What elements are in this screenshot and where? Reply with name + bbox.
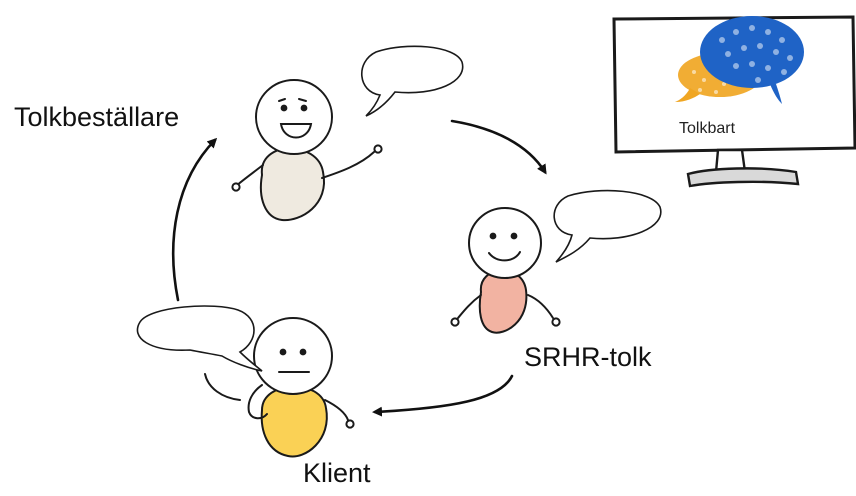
tolkbart-logo-icon	[675, 16, 804, 104]
figure-klient	[204, 317, 355, 458]
arrow-klient-to-bestallare	[171, 137, 218, 302]
head-klient	[253, 317, 333, 395]
body-bestallare	[260, 147, 326, 222]
speech-bubble-icon	[136, 305, 263, 372]
monitor-brand-label: Tolkbart	[679, 120, 736, 137]
role-label-klient: Klient	[303, 458, 371, 488]
arrow-bestallare-to-tolk	[450, 119, 547, 175]
body-klient	[260, 385, 328, 458]
role-label-tolk: SRHR-tolk	[524, 342, 652, 372]
figure-bestallare	[231, 79, 383, 222]
body-tolk	[478, 269, 528, 334]
speech-bubble-icon	[360, 45, 464, 117]
speech-bubble-icon	[553, 189, 662, 263]
figure-tolk	[450, 207, 561, 334]
role-label-bestallare: Tolkbeställare	[14, 102, 180, 132]
head-tolk	[468, 207, 542, 279]
arrow-tolk-to-klient	[372, 374, 514, 417]
head-bestallare	[255, 79, 333, 155]
